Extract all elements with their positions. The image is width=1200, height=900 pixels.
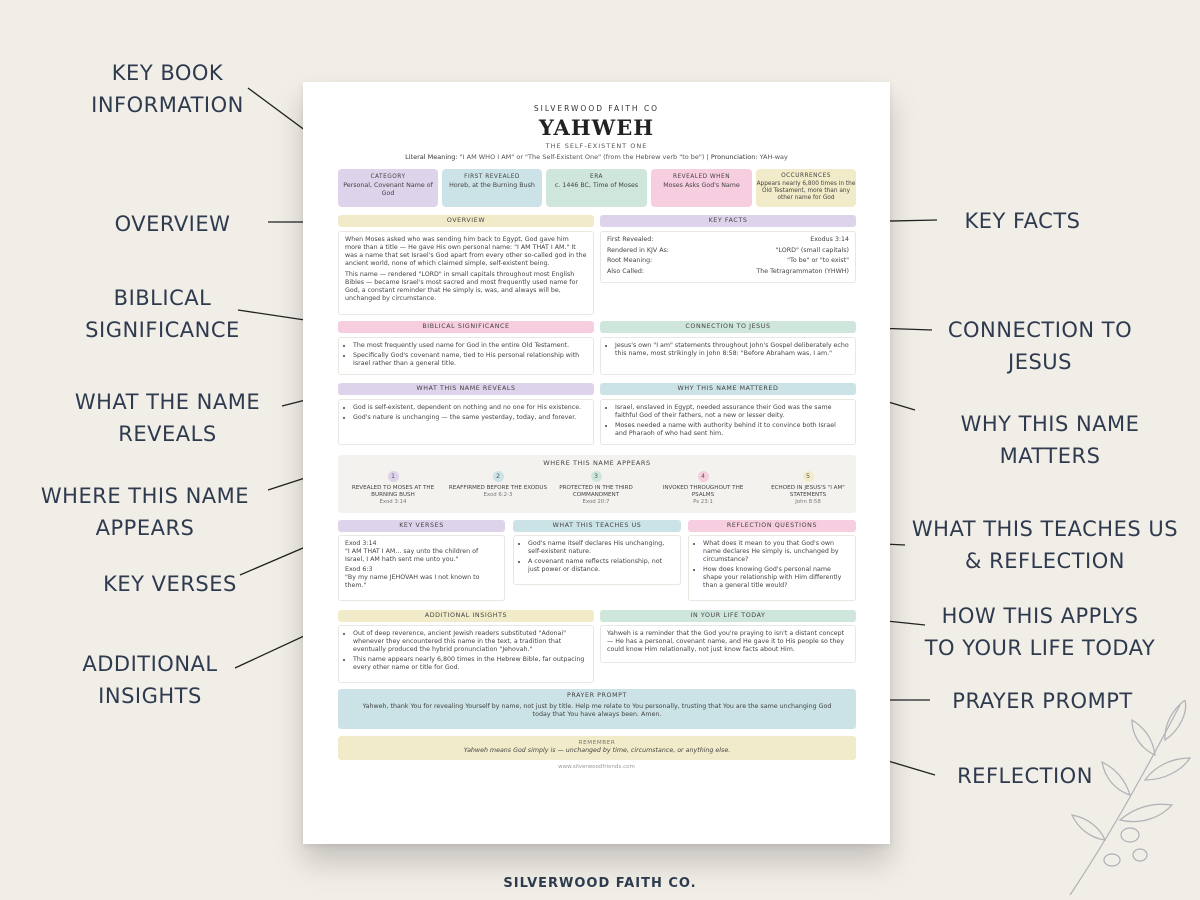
insights-card: Out of deep reverence, ancient Jewish re… (338, 625, 594, 683)
callout-life-today: HOW THIS APPLYS TO YOUR LIFE TODAY (924, 604, 1156, 660)
life-today-card: Yahweh is a reminder that the God you're… (600, 625, 856, 663)
teaches-card: God's name itself declares His unchangin… (513, 535, 681, 585)
teaches-heading: WHAT THIS TEACHES US (513, 520, 681, 532)
fact-row: Rendered in KJV As:"LORD" (small capital… (607, 246, 849, 254)
list-item: God's nature is unchanging — the same ye… (353, 414, 587, 422)
list-item: Jesus's own "I am" statements throughout… (615, 342, 849, 358)
timeline-item: 3 PROTECTED IN THE THIRD COMMANDMENT Exo… (559, 471, 633, 505)
list-item: Out of deep reverence, ancient Jewish re… (353, 630, 587, 654)
list-item: How does knowing God's personal name sha… (703, 566, 849, 590)
remember-heading: REMEMBER (578, 740, 616, 746)
info-occurrences: OCCURRENCES Appears nearly 6,800 times i… (756, 169, 856, 207)
verse-ref: Exod 3:14 (345, 540, 377, 547)
sheet-brand: SILVERWOOD FAITH CO (533, 104, 660, 113)
overview-card: When Moses asked who was sending him bac… (338, 231, 594, 315)
biblical-significance-heading: BIBLICAL SIGNIFICANCE (338, 321, 594, 333)
timeline-item: 1 REVEALED TO MOSES AT THE BURNING BUSH … (351, 471, 435, 505)
list-item: God's name itself declares His unchangin… (528, 540, 674, 556)
timeline-number: 5 (802, 471, 814, 482)
list-item: God is self-existent, dependent on nothi… (353, 404, 587, 412)
timeline-heading: WHERE THIS NAME APPEARS (543, 459, 651, 467)
fact-row: Root Meaning:"To be" or "to exist" (607, 257, 849, 264)
info-revealed-when: REVEALED WHEN Moses Asks God's Name (651, 169, 752, 207)
key-verses-heading: KEY VERSES (338, 520, 505, 532)
callout-connection-to-jesus: CONNECTION TO JESUS (947, 318, 1133, 374)
remember-text: Yahweh means God simply is — unchanged b… (463, 747, 731, 754)
remember-box: REMEMBER Yahweh means God simply is — un… (338, 736, 856, 760)
list-item: Specifically God's covenant name, tied t… (353, 352, 587, 368)
callout-biblical-significance: BIBLICAL SIGNIFICANCE (85, 286, 240, 342)
callout-key-book-info: KEY BOOK INFORMATION (91, 61, 244, 117)
reflection-questions-heading: REFLECTION QUESTIONS (688, 520, 856, 532)
callout-where-this-name-appears: WHERE THIS NAME APPEARS (40, 484, 250, 540)
list-item: Israel, enslaved in Egypt, needed assura… (615, 404, 849, 420)
timeline-number: 1 (387, 471, 399, 482)
callout-key-facts: KEY FACTS (964, 209, 1081, 233)
prayer-text: Yahweh, thank You for revealing Yourself… (362, 703, 832, 718)
key-facts-heading: KEY FACTS (600, 215, 856, 227)
callout-teaches-and-reflection: WHAT THIS TEACHES US & REFLECTION (911, 517, 1179, 573)
timeline-item: 4 INVOKED THROUGHOUT THE PSALMS Ps 23:1 (662, 471, 744, 505)
list-item: A covenant name reflects relationship, n… (528, 558, 674, 574)
key-verses-card: Exod 3:14 "I AM THAT I AM... say unto th… (338, 535, 505, 601)
mattered-heading: WHY THIS NAME MATTERED (600, 383, 856, 395)
prayer-heading: PRAYER PROMPT (567, 692, 627, 699)
callout-additional-insights: ADDITIONAL INSIGHTS (82, 652, 218, 708)
verse-ref: Exod 6:3 (345, 566, 373, 573)
timeline-item: 2 REAFFIRMED BEFORE THE EXODUS Exod 6:2-… (448, 471, 548, 498)
verse-text: "I AM THAT I AM... say unto the children… (345, 548, 479, 563)
reveals-heading: WHAT THIS NAME REVEALS (338, 383, 594, 395)
website-url: www.silverwoodfriends.com (558, 764, 635, 770)
callout-reflection: REFLECTION (957, 764, 1093, 788)
life-today-heading: IN YOUR LIFE TODAY (600, 610, 856, 622)
timeline-item: 5 ECHOED IN JESUS'S "I AM" STATEMENTS Jo… (771, 471, 845, 505)
list-item: The most frequently used name for God in… (353, 342, 587, 350)
callout-overview: OVERVIEW (114, 212, 231, 236)
overview-paragraph-2: This name — rendered "LORD" in small cap… (345, 271, 578, 302)
insights-heading: ADDITIONAL INSIGHTS (338, 610, 594, 622)
callout-what-the-name-reveals: WHAT THE NAME REVEALS (74, 390, 261, 446)
reflection-questions-card: What does it mean to you that God's own … (688, 535, 856, 601)
connection-card: Jesus's own "I am" statements throughout… (600, 337, 856, 375)
biblical-significance-card: The most frequently used name for God in… (338, 337, 594, 375)
overview-paragraph-1: When Moses asked who was sending him bac… (345, 236, 587, 267)
timeline-number: 2 (492, 471, 504, 482)
literal-meaning-line: Literal Meaning: "I AM WHO I AM" or "The… (405, 153, 788, 161)
verse-text: "By my name JEHOVAH was I not known to t… (345, 574, 480, 589)
info-category: CATEGORY Personal, Covenant Name of God (338, 169, 438, 207)
page-subtitle: THE SELF-EXISTENT ONE (545, 142, 648, 150)
connection-heading: CONNECTION TO JESUS (600, 321, 856, 333)
list-item: Moses needed a name with authority behin… (615, 422, 849, 438)
timeline-number: 4 (697, 471, 709, 482)
list-item: What does it mean to you that God's own … (703, 540, 849, 564)
prayer-prompt: PRAYER PROMPT Yahweh, thank You for reve… (338, 689, 856, 729)
olive-branch-illustration (1069, 700, 1192, 896)
footer-brand: SILVERWOOD FAITH CO. (503, 876, 697, 891)
page-title: YAHWEH (538, 115, 655, 140)
document-sheet: SILVERWOOD FAITH CO YAHWEH THE SELF-EXIS… (303, 82, 890, 844)
callout-why-this-name-matters: WHY THIS NAME MATTERS (960, 412, 1140, 468)
key-facts-card: First Revealed:Exodus 3:14 Rendered in K… (600, 231, 856, 283)
list-item: This name appears nearly 6,800 times in … (353, 656, 587, 672)
info-first-revealed: FIRST REVEALED Horeb, at the Burning Bus… (442, 169, 542, 207)
fact-row: First Revealed:Exodus 3:14 (607, 236, 849, 243)
mattered-card: Israel, enslaved in Egypt, needed assura… (600, 399, 856, 445)
callout-prayer-prompt: PRAYER PROMPT (952, 689, 1133, 713)
callout-key-verses: KEY VERSES (103, 572, 237, 596)
info-era: ERA c. 1446 BC, Time of Moses (546, 169, 647, 207)
fact-row: Also Called:The Tetragrammaton (YHWH) (607, 267, 849, 275)
reveals-card: God is self-existent, dependent on nothi… (338, 399, 594, 445)
overview-heading: OVERVIEW (338, 215, 594, 227)
where-appears-timeline: WHERE THIS NAME APPEARS 1 REVEALED TO MO… (338, 455, 856, 513)
timeline-number: 3 (590, 471, 602, 482)
